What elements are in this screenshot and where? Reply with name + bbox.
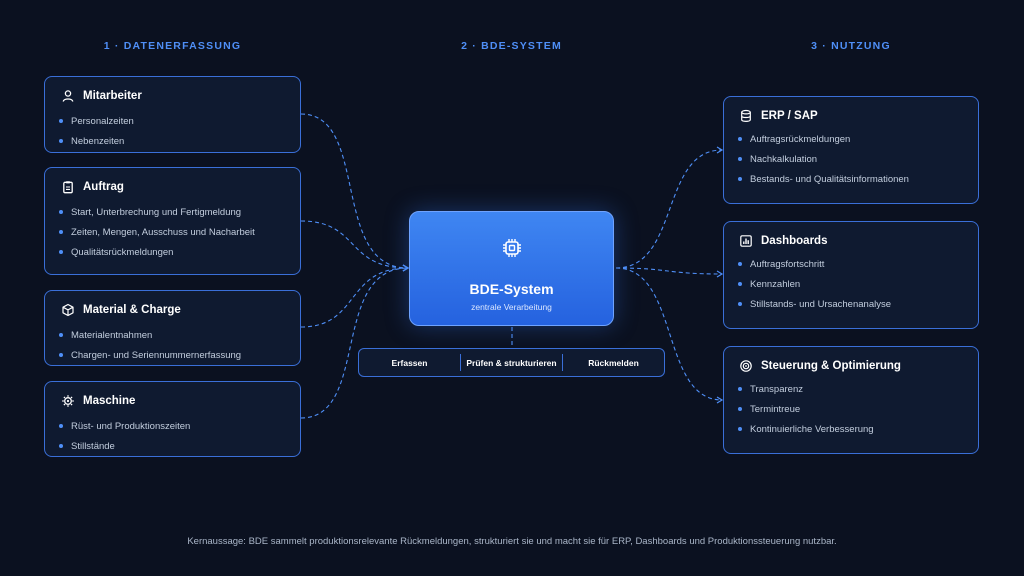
input-card-maschine: Maschine Rüst- und Produktionszeiten Sti… (44, 381, 301, 457)
list-item: Stillstands- und Ursachenanalyse (738, 294, 891, 314)
bar-chart-icon (739, 234, 753, 248)
bullet-icon (738, 302, 742, 306)
bde-system-subtitle: zentrale Verarbeitung (471, 302, 552, 312)
list-item: Rüst- und Produktionszeiten (59, 416, 190, 436)
bullet-icon (738, 177, 742, 181)
connector-mitarbeiter (300, 113, 410, 272)
card-title: Auftrag (83, 181, 124, 193)
list-item: Bestands- und Qualitätsinformationen (738, 169, 909, 189)
bullet-icon (738, 262, 742, 266)
target-icon (739, 359, 753, 373)
step-erfassen: Erfassen (391, 357, 428, 368)
output-card-erp-sap: ERP / SAP Auftragsrückmeldungen Nachkalk… (723, 96, 979, 204)
database-icon (739, 109, 753, 123)
cube-icon (61, 303, 75, 317)
list-item: Auftragsfortschritt (738, 254, 891, 274)
bullet-icon (738, 282, 742, 286)
column-header-bde-system: 2 · BDE-SYSTEM (461, 40, 562, 52)
bullet-icon (738, 157, 742, 161)
bullet-icon (738, 387, 742, 391)
list-item: Nachkalkulation (738, 149, 909, 169)
user-icon (61, 89, 75, 103)
connector-material (300, 264, 410, 328)
column-header-datenerfassung: 1 · DATENERFASSUNG (103, 40, 242, 52)
connector-erp (615, 146, 724, 269)
step-divider (562, 354, 563, 371)
list-item: Qualitätsrückmeldungen (59, 242, 255, 262)
gear-icon (61, 394, 75, 408)
list-item: Kontinuierliche Verbesserung (738, 419, 874, 439)
list-item: Materialentnahmen (59, 325, 241, 345)
bde-system-box: BDE-System zentrale Verarbeitung (409, 211, 614, 326)
connector-auftrag (300, 220, 410, 272)
process-steps: Erfassen Prüfen & strukturieren Rückmeld… (358, 348, 665, 377)
card-title: Maschine (83, 395, 136, 407)
output-card-dashboards: Dashboards Auftragsfortschritt Kennzahle… (723, 221, 979, 329)
bde-system-title: BDE-System (469, 281, 554, 297)
card-title: Mitarbeiter (83, 90, 142, 102)
output-card-steuerung: Steuerung & Optimierung Transparenz Term… (723, 346, 979, 454)
bullet-icon (59, 119, 63, 123)
bullet-icon (59, 250, 63, 254)
card-title: Material & Charge (83, 304, 181, 316)
input-card-auftrag: Auftrag Start, Unterbrechung und Fertigm… (44, 167, 301, 275)
card-title: Steuerung & Optimierung (761, 360, 901, 372)
list-item: Nebenzeiten (59, 131, 134, 151)
bullet-icon (738, 407, 742, 411)
step-rueckmelden: Rückmelden (588, 357, 639, 368)
list-item: Termintreue (738, 399, 874, 419)
chip-icon (501, 237, 523, 259)
list-item: Chargen- und Seriennummernerfassung (59, 345, 241, 365)
clipboard-icon (61, 180, 75, 194)
column-header-nutzung: 3 · NUTZUNG (811, 40, 891, 52)
input-card-material-charge: Material & Charge Materialentnahmen Char… (44, 290, 301, 366)
list-item: Auftragsrückmeldungen (738, 129, 909, 149)
bullet-icon (59, 353, 63, 357)
list-item: Zeiten, Mengen, Ausschuss und Nacharbeit (59, 222, 255, 242)
bullet-icon (59, 424, 63, 428)
step-divider (460, 354, 461, 371)
connector-maschine (300, 264, 410, 419)
card-title: ERP / SAP (761, 110, 818, 122)
bullet-icon (59, 139, 63, 143)
bullet-icon (59, 444, 63, 448)
list-item: Kennzahlen (738, 274, 891, 294)
list-item: Transparenz (738, 379, 874, 399)
key-message: Kernaussage: BDE sammelt produktionsrele… (187, 536, 837, 547)
bullet-icon (59, 210, 63, 214)
bullet-icon (738, 137, 742, 141)
bullet-icon (59, 230, 63, 234)
bullet-icon (738, 427, 742, 431)
list-item: Stillstände (59, 436, 190, 456)
list-item: Start, Unterbrechung und Fertigmeldung (59, 202, 255, 222)
card-title: Dashboards (761, 235, 828, 247)
step-pruefen: Prüfen & strukturieren (466, 357, 557, 368)
input-card-mitarbeiter: Mitarbeiter Personalzeiten Nebenzeiten (44, 76, 301, 153)
connector-dashboards (615, 267, 724, 278)
list-item: Personalzeiten (59, 111, 134, 131)
connector-steuerung (615, 267, 724, 404)
bullet-icon (59, 333, 63, 337)
